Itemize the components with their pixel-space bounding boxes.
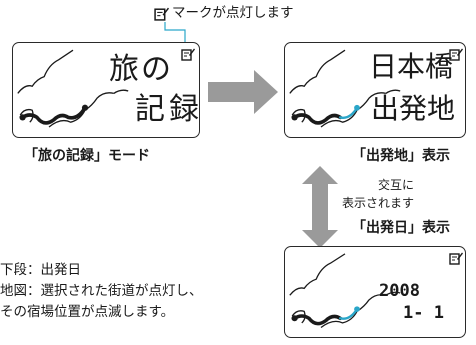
note-map: 地図：選択された街道が点灯し、 [0, 283, 203, 299]
memo-icon [154, 6, 169, 21]
lcd-screen-travel-record: 旅の 記録 [12, 42, 200, 138]
note-station-blink: その宿場位置が点滅します。 [0, 304, 175, 320]
lcd-date: 1- 1 [403, 303, 444, 323]
label-alternate-1: 交互に [378, 178, 415, 192]
lcd-year: 2008 [379, 281, 420, 301]
label-departure-date: 「出発日」表示 [352, 220, 450, 236]
note-lower-row: 下段：出発日 [0, 262, 81, 278]
memo-icon [449, 251, 463, 265]
label-departure-place: 「出発地」表示 [352, 148, 450, 164]
lcd-line-2: 出発地 [371, 92, 456, 125]
arrow-alternate [302, 166, 338, 248]
lcd-line-1: 旅の [109, 52, 173, 87]
lcd-screen-departure-place: 日本橋 出発地 [284, 42, 466, 138]
lcd-line-2: 記録 [135, 92, 200, 127]
callout-leader-line [164, 22, 186, 48]
lcd-line-1: 日本橋 [369, 50, 454, 83]
label-alternate-2: 表示されます [342, 196, 415, 210]
lcd-screen-departure-date: 2008 1- 1 [284, 246, 466, 338]
label-travel-record-mode: 「旅の記録」モード [24, 148, 150, 164]
memo-icon [181, 47, 195, 61]
callout-mark-lights: マークが点灯します [172, 5, 294, 21]
arrow-right [208, 70, 278, 114]
